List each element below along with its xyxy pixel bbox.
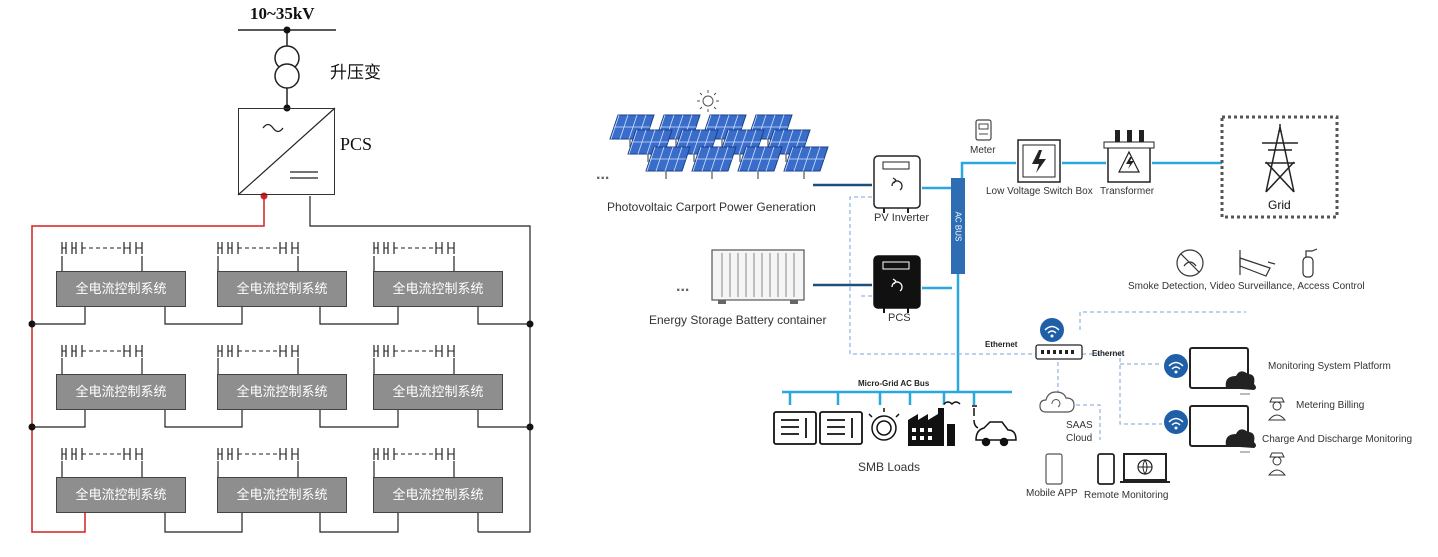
battery-container-icon — [711, 249, 805, 304]
voltage-label: 10~35kV — [250, 4, 315, 23]
control-unit: 全电流控制系统 — [217, 271, 347, 307]
step-up-transformer-label: 升压变 — [330, 63, 381, 82]
camera-icon — [1239, 250, 1276, 277]
meter-label: Meter — [970, 145, 996, 156]
monitoring-platform-label: Monitoring System Platform — [1268, 361, 1391, 372]
pv-generation-label: Photovoltaic Carport Power Generation — [607, 200, 816, 214]
ethernet-switch-icon — [1035, 344, 1083, 360]
control-unit: 全电流控制系统 — [56, 477, 186, 513]
smoke-detector-icon — [1176, 249, 1204, 277]
pv-inverter-icon — [873, 155, 921, 213]
ess-ellipsis: ... — [676, 278, 690, 295]
transformer-symbol — [274, 45, 300, 89]
monitor-icon-charge — [1189, 405, 1256, 453]
factory-icon — [908, 401, 961, 446]
control-unit: 全电流控制系统 — [56, 374, 186, 410]
power-tower-icon — [1262, 124, 1298, 193]
wifi-icon-charge — [1164, 410, 1188, 434]
microgrid-bus-label: Micro-Grid AC Bus — [858, 379, 930, 388]
cabinet-icon — [773, 411, 817, 445]
pv-ellipsis: ... — [596, 166, 610, 183]
air-conditioner-icon — [868, 408, 900, 441]
mobile-app-label: Mobile APP — [1026, 488, 1078, 499]
pv-inverter-label: PV Inverter — [874, 212, 930, 224]
control-unit: 全电流控制系统 — [373, 374, 503, 410]
wifi-icon — [1040, 318, 1064, 342]
ethernet-label-left: Ethernet — [985, 340, 1018, 349]
metering-billing-label: Metering Billing — [1296, 400, 1365, 411]
monitor-icon — [1189, 347, 1256, 395]
cloud-label: Cloud — [1066, 433, 1093, 444]
switch-box-label: Low Voltage Switch Box — [986, 186, 1093, 197]
ethernet-label-right: Ethernet — [1092, 349, 1125, 358]
pcs-box — [238, 108, 335, 195]
remote-monitoring-label: Remote Monitoring — [1084, 490, 1169, 501]
transformer-icon — [1103, 130, 1155, 183]
wifi-icon-platform — [1164, 354, 1188, 378]
control-unit: 全电流控制系统 — [217, 477, 347, 513]
sun-icon — [697, 90, 719, 112]
ev-car-icon — [972, 405, 1017, 447]
smb-loads-label: SMB Loads — [858, 460, 921, 474]
ac-bus-label: AC BUS — [953, 211, 963, 242]
solar-panel-icon — [609, 114, 829, 180]
switch-box-icon — [1017, 139, 1061, 183]
ess-container-label: Energy Storage Battery container — [649, 313, 827, 327]
control-unit: 全电流控制系统 — [217, 374, 347, 410]
cloud-icon — [1039, 391, 1075, 413]
saas-label: SAAS — [1066, 420, 1093, 431]
ac-bus-bar — [951, 178, 965, 274]
pcs-icon — [873, 255, 921, 313]
grid-box — [1220, 115, 1339, 219]
meter-icon — [975, 119, 992, 141]
security-label: Smoke Detection, Video Surveillance, Acc… — [1128, 281, 1365, 292]
laptop-icon — [1120, 453, 1170, 483]
phone-icon — [1097, 453, 1115, 485]
cabinet-icon-2 — [819, 411, 863, 445]
left-diagram — [28, 26, 534, 533]
control-unit: 全电流控制系统 — [373, 477, 503, 513]
transformer-label: Transformer — [1100, 186, 1155, 197]
pcs-right-label: PCS — [888, 312, 911, 324]
pcs-label: PCS — [340, 134, 373, 154]
control-unit: 全电流控制系统 — [56, 271, 186, 307]
control-unit: 全电流控制系统 — [373, 271, 503, 307]
right-diagram — [609, 90, 1339, 485]
fire-extinguisher-icon — [1302, 248, 1318, 278]
person-icon-2 — [1267, 452, 1287, 476]
charge-discharge-label: Charge And Discharge Monitoring — [1262, 434, 1413, 445]
mobile-phone-icon — [1045, 453, 1063, 485]
grid-label: Grid — [1268, 198, 1291, 212]
person-icon — [1267, 397, 1287, 421]
